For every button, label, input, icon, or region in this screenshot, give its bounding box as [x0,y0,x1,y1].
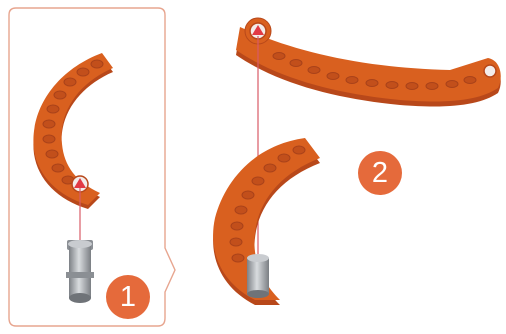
step-1-panel [9,8,175,326]
step-2-axle-pin [247,254,269,298]
step-2-top-curved-beam [236,18,501,107]
step-2-badge: 2 [358,151,402,195]
step-1-axle-pin [66,240,94,303]
step-1-curved-beam [33,53,113,209]
step-1-badge: 1 [106,275,150,319]
